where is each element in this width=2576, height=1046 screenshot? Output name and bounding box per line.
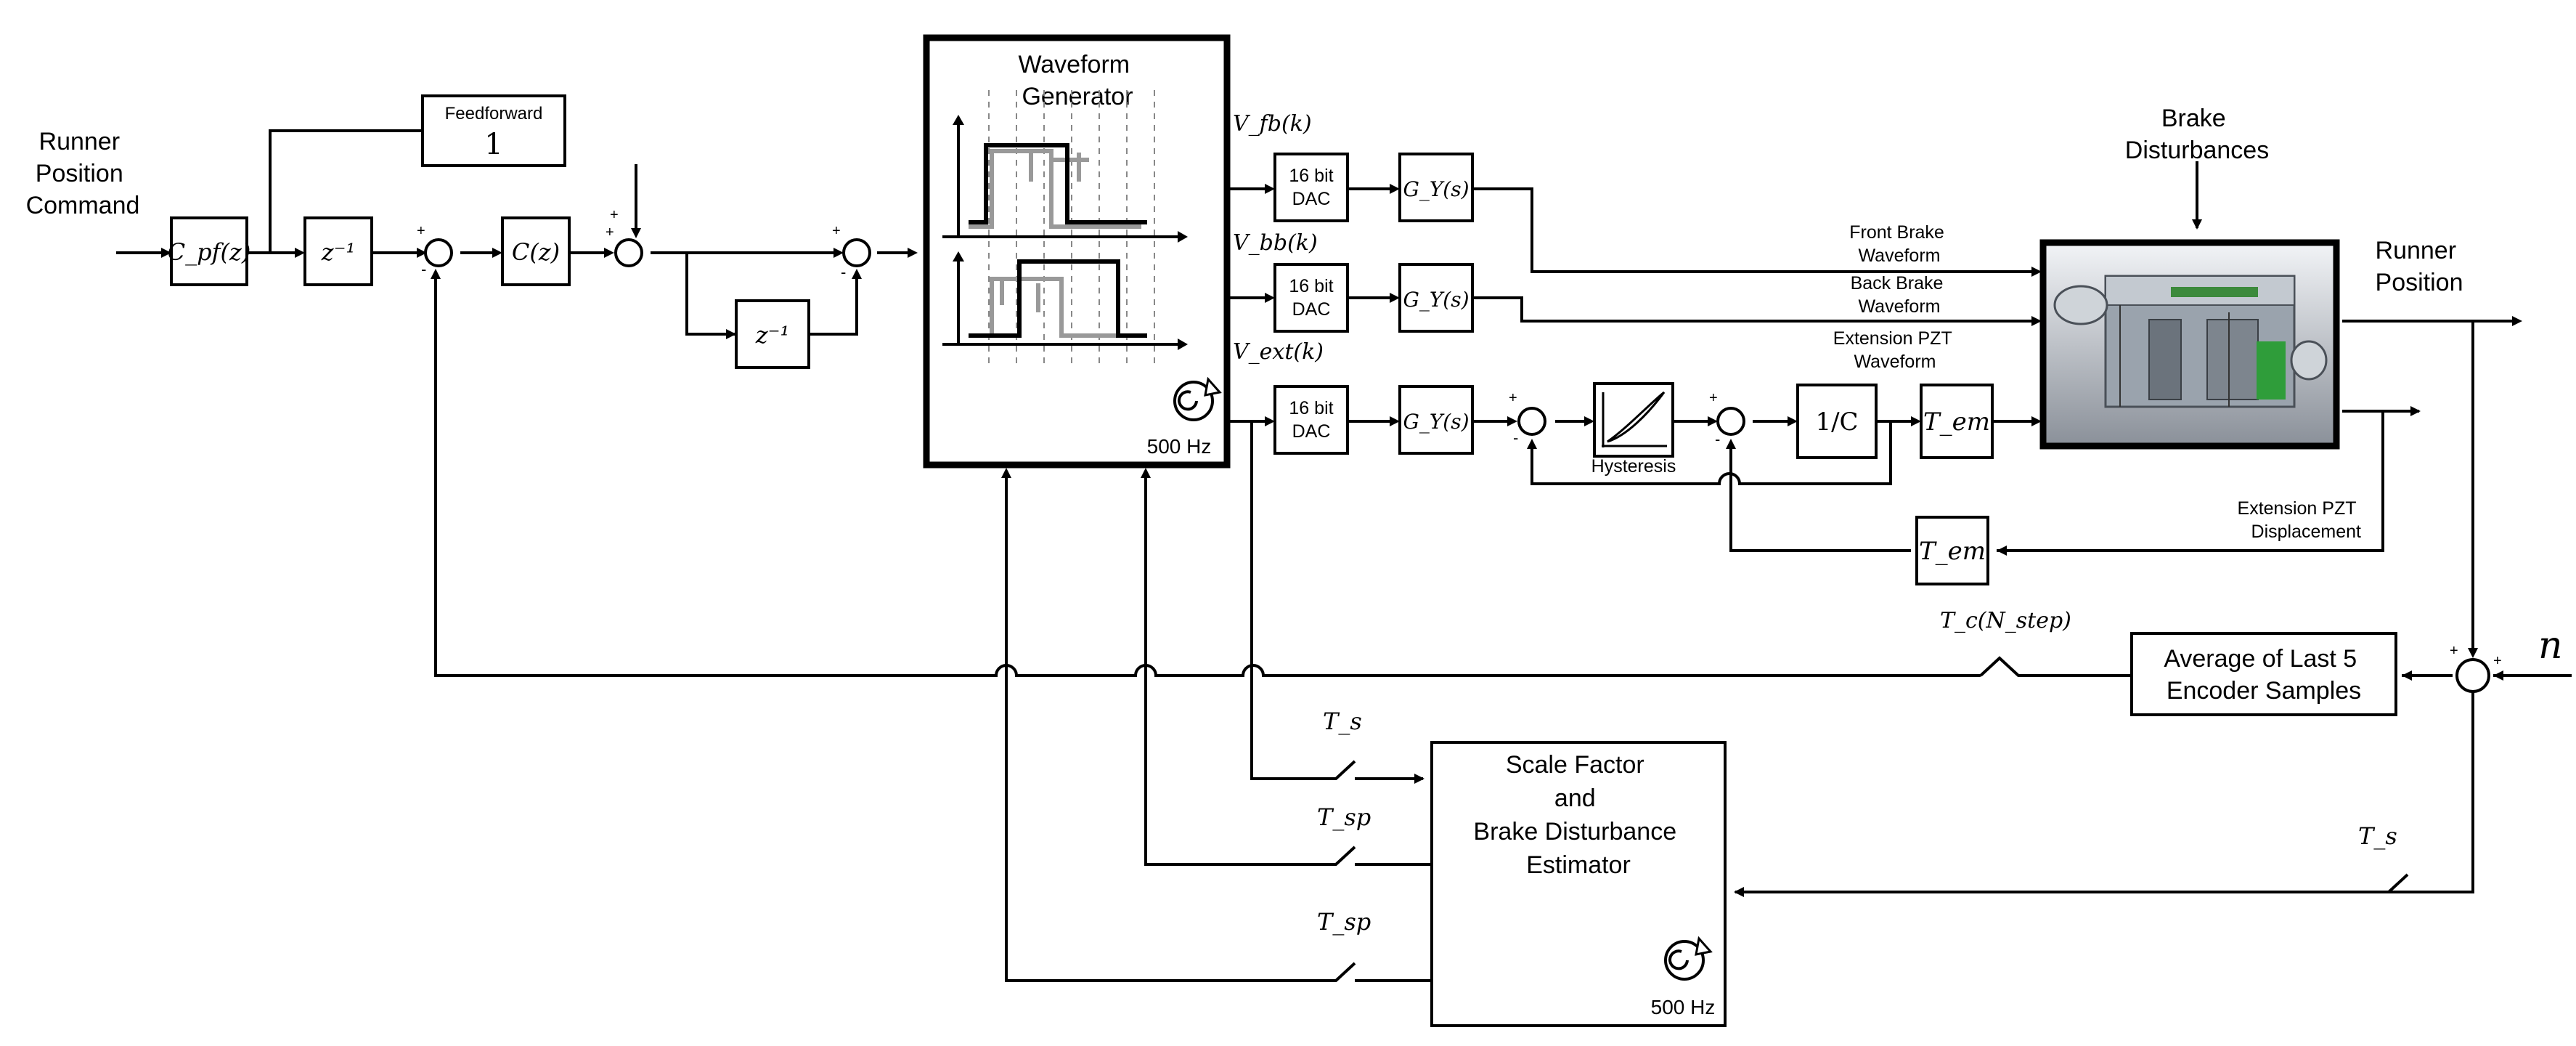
svg-text:500 Hz: 500 Hz <box>1651 996 1716 1018</box>
summing-junction-1: + - <box>417 223 453 278</box>
svg-text:Hysteresis: Hysteresis <box>1591 456 1676 477</box>
gy-block-back: G_Y(s) <box>1398 263 1474 333</box>
svg-text:1: 1 <box>484 128 502 161</box>
svg-text:z⁻¹: z⁻¹ <box>755 321 790 349</box>
runner-position-label: Runner Position <box>2376 237 2463 296</box>
extension-pzt-waveform-label: Extension PZT Waveform <box>1833 328 1957 372</box>
vbb-label: V_bb(k) <box>1233 230 1318 256</box>
svg-text:Feedforward: Feedforward <box>445 104 543 123</box>
svg-text:T_em: T_em <box>1923 408 1990 437</box>
back-brake-waveform-label: Back Brake Waveform <box>1851 273 1949 317</box>
svg-text:G_Y(s): G_Y(s) <box>1403 177 1469 201</box>
svg-text:+: + <box>832 223 841 239</box>
extension-pzt-displacement-label: Extension PZT Displacement <box>2238 498 2362 542</box>
noise-label: n <box>2538 624 2563 668</box>
svg-text:-: - <box>1715 430 1720 448</box>
gy-block-ext: G_Y(s) <box>1398 385 1474 455</box>
encoder-average-block: Average of Last 5 Encoder Samples <box>2130 632 2397 716</box>
svg-text:+: + <box>2450 643 2458 659</box>
svg-text:-: - <box>1513 429 1518 447</box>
svg-text:+: + <box>2493 653 2502 669</box>
feedforward-block: Feedforward 1 <box>421 94 566 167</box>
unit-delay-block: z⁻¹ <box>303 216 373 286</box>
svg-text:+: + <box>606 224 614 240</box>
svg-text:1/C: 1/C <box>1815 408 1858 437</box>
svg-text:Scale Factor and B: Scale Factor and Brake Disturbance Estim… <box>1473 751 1683 879</box>
tem-block: T_em <box>1920 384 1994 459</box>
svg-text:Average of Last 5 Encode: Average of Last 5 Encoder Samples <box>2164 645 2363 705</box>
inverse-capacitance-block: 1/C <box>1796 384 1878 459</box>
summing-junction-6: + + <box>2450 643 2502 693</box>
clock-cycle-icon <box>1173 376 1222 421</box>
runner-position-command-label: Runner Position Command <box>26 128 140 219</box>
waveform-generator-block: Waveform Generator <box>923 34 1231 469</box>
brake-disturbances-label: Brake Disturbances <box>2125 105 2269 164</box>
summing-junction-5: + - <box>1709 390 1745 448</box>
vext-label: V_ext(k) <box>1233 339 1324 365</box>
svg-text:+: + <box>1709 390 1718 406</box>
tem-feedback-block: T_em <box>1915 516 1989 585</box>
svg-text:G_Y(s): G_Y(s) <box>1403 288 1469 312</box>
hysteresis-loop-icon <box>1602 391 1667 447</box>
svg-text:-: - <box>841 263 846 281</box>
clock-cycle-icon <box>1664 936 1713 981</box>
arrowheads <box>161 184 2522 897</box>
tsp-label-1: T_sp <box>1317 803 1371 831</box>
svg-text:T_em: T_em <box>1919 537 1986 566</box>
summing-junction-2: + + <box>606 207 643 267</box>
hysteresis-block: Hysteresis <box>1591 382 1676 477</box>
summing-junction-4: + - <box>1509 390 1546 447</box>
ts-label-left: T_s <box>1323 708 1362 735</box>
ts-label-right: T_s <box>2358 822 2397 850</box>
svg-text:C(z): C(z) <box>512 238 560 266</box>
svg-text:500 Hz: 500 Hz <box>1147 435 1212 458</box>
estimator-block: Scale Factor and Brake Disturbance Estim… <box>1430 741 1727 1027</box>
svg-text:+: + <box>1509 390 1517 406</box>
svg-text:+: + <box>610 207 619 223</box>
cpf-block: C_pf(z) <box>168 216 251 286</box>
sampler-switch-icon <box>1321 656 2409 982</box>
summing-junction-3: + - <box>832 223 871 281</box>
brake-device-render <box>2053 275 2328 408</box>
svg-text:-: - <box>421 260 426 278</box>
gy-block-front: G_Y(s) <box>1398 153 1474 222</box>
brake-plant-block <box>2039 239 2340 450</box>
unit-delay-block-2: z⁻¹ <box>735 299 810 369</box>
svg-text:Waveform Generator: Waveform Generator <box>1018 51 1136 110</box>
svg-text:G_Y(s): G_Y(s) <box>1403 410 1469 434</box>
controller-block: C(z) <box>501 216 571 286</box>
front-brake-waveform-label: Front Brake Waveform <box>1849 222 1949 266</box>
signal-wires <box>116 129 2572 982</box>
svg-text:C_pf(z): C_pf(z) <box>168 238 251 266</box>
svg-text:z⁻¹: z⁻¹ <box>321 238 356 266</box>
tsp-label-2: T_sp <box>1317 908 1371 936</box>
waveform-plot <box>942 90 1188 363</box>
svg-text:+: + <box>417 223 425 239</box>
tc-sample-label: T_c(N_step) <box>1940 608 2071 633</box>
vfb-label: V_fb(k) <box>1233 111 1312 137</box>
